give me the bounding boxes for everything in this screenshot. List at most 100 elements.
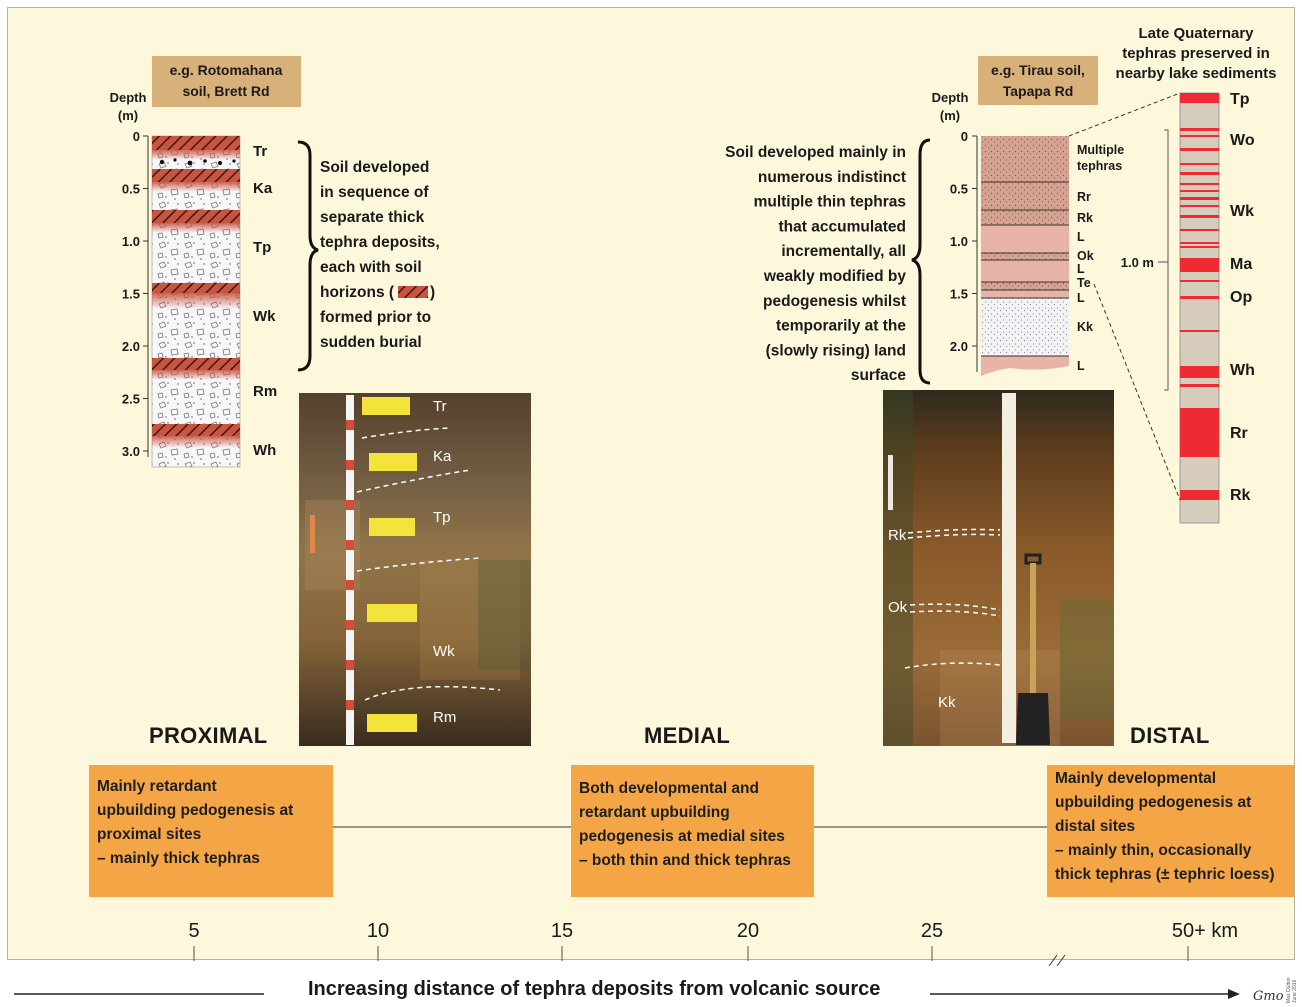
distal-photo-label: Rk (888, 527, 907, 544)
distance-tick-label: 25 (920, 920, 944, 942)
measuring-tape (1002, 393, 1016, 743)
distal-description-line: that accumulated (779, 218, 906, 235)
distance-axis (193, 946, 1189, 967)
proximal-site-label-line2: soil, Brett Rd (182, 83, 269, 99)
distal-depth-tick-label: 0 (961, 129, 968, 144)
distal-photo-label: Ok (888, 599, 908, 616)
distal-depth-tick-label: 1.0 (950, 234, 968, 249)
summary-line: upbuilding pedogenesis at (1055, 794, 1252, 811)
summary-line: pedogenesis at medial sites (579, 828, 785, 845)
distal-layer-label: tephras (1077, 159, 1122, 173)
summary-line: upbuilding pedogenesis at (97, 802, 294, 819)
proximal-site-label-line1: e.g. Rotomahana (170, 62, 283, 78)
lake-tephra-label: Rk (1230, 487, 1251, 504)
distance-tick-label: 10 (366, 920, 390, 942)
summary-line: Both developmental and (579, 780, 759, 797)
summary-line: thick tephras (± tephric loess) (1055, 866, 1275, 883)
distal-site-label-box (978, 56, 1098, 105)
proximal-depth-axis-label: Depth (110, 90, 147, 105)
distal-layer-label: L (1077, 291, 1085, 305)
proximal-description-line: formed prior to (320, 309, 431, 326)
lake-scale-label: 1.0 m (1121, 255, 1154, 270)
proximal-layer-label: Tr (253, 143, 267, 160)
proximal-soil-column (151, 135, 241, 468)
distal-description-line: numerous indistinct (758, 169, 906, 186)
proximal-layer-label: Wh (253, 442, 276, 459)
pencil-marker (888, 455, 893, 510)
distal-depth-axis-unit: (m) (940, 108, 960, 123)
distal-layer-label: L (1077, 262, 1085, 276)
proximal-site-label-box (152, 56, 301, 107)
distal-layer-label: L (1077, 230, 1085, 244)
summary-line: proximal sites (97, 826, 202, 843)
lake-tephra-label: Tp (1230, 91, 1250, 108)
axis-break-icon (1048, 954, 1066, 967)
distal-depth-tick-label: 0.5 (950, 182, 968, 197)
proximal-layer-label: Wk (253, 308, 276, 325)
lake-title-line: tephras preserved in (1122, 45, 1270, 62)
distance-tick-label: 20 (736, 920, 760, 942)
arrow-right-icon (1228, 989, 1240, 999)
distal-layer-label: Te (1077, 276, 1091, 290)
proximal-description-line: each with soil (320, 259, 422, 276)
distal-layer-label: Multiple (1077, 143, 1124, 157)
distal-layer-label: Kk (1077, 320, 1093, 334)
distal-description-line: incrementally, all (781, 243, 906, 260)
lake-core-column (1179, 92, 1220, 524)
distal-bracket (911, 138, 931, 385)
distal-site-label-line1: e.g. Tirau soil, (991, 62, 1085, 78)
distal-soil-column (981, 136, 1069, 376)
distal-photo (883, 390, 1114, 746)
zone-label-proximal: PROXIMAL (149, 723, 268, 748)
proximal-depth-axis-unit: (m) (118, 108, 138, 123)
signature-initials: Gmo (1253, 989, 1284, 1004)
distal-photo-label: Kk (938, 694, 956, 711)
proximal-photo-label: Tp (433, 509, 451, 526)
proximal-layer-label: Rm (253, 383, 277, 400)
signature-logo: Gmo Max Oulton June 2016 (1253, 977, 1298, 1004)
lake-tephra-bands (1180, 93, 1219, 500)
proximal-photo-label: Rm (433, 709, 456, 726)
proximal-depth-tick-label: 2.0 (122, 339, 140, 354)
proximal-photo-label: Wk (433, 643, 455, 660)
proximal-depth-tick-label: 1.0 (122, 234, 140, 249)
distal-layer-label: Ok (1077, 249, 1094, 263)
lake-title-line: nearby lake sediments (1116, 65, 1277, 82)
proximal-depth-tick-label: 0 (133, 129, 140, 144)
lake-title-line: Late Quaternary (1138, 25, 1254, 42)
correlation-lines (1068, 92, 1181, 501)
distal-description-line: (slowly rising) land (766, 342, 906, 359)
pencil-marker (310, 515, 315, 553)
lake-scale-bar (1164, 129, 1169, 391)
summary-line: – both thin and thick tephras (579, 852, 791, 869)
distal-description-line: Soil developed mainly in (725, 144, 906, 161)
distal-description-line: weakly modified by (763, 268, 907, 285)
zone-label-distal: DISTAL (1130, 723, 1210, 748)
proximal-depth-tick-label: 2.5 (122, 392, 140, 407)
lake-title: Late Quaternary tephras preserved in nearb… (1116, 25, 1277, 82)
distal-layer-label: Rr (1077, 190, 1091, 204)
proximal-description-line: Soil developed (320, 159, 429, 176)
spade (1016, 553, 1050, 745)
distal-layer-label: Rk (1077, 211, 1093, 225)
distance-arrow (14, 989, 1240, 999)
proximal-layer-label: Ka (253, 180, 273, 197)
distal-description-line: surface (851, 367, 907, 384)
proximal-layer-label: Tp (253, 239, 271, 256)
proximal-description-line: ) (430, 284, 435, 301)
distal-section: e.g. Tirau soil, Tapapa Rd Depth (m) (725, 56, 1124, 746)
lake-tephra-label: Wk (1230, 203, 1254, 220)
distal-depth-tick-label: 1.5 (950, 287, 968, 302)
proximal-description-line: tephra deposits, (320, 234, 440, 251)
proximal-section: e.g. Rotomahana soil, Brett Rd Depth (m)… (110, 56, 531, 746)
summary-line: – mainly thick tephras (97, 850, 260, 867)
distal-description: Soil developed mainly in numerous indisti… (725, 144, 906, 384)
distal-description-line: multiple thin tephras (754, 194, 906, 211)
summary-line: distal sites (1055, 818, 1136, 835)
